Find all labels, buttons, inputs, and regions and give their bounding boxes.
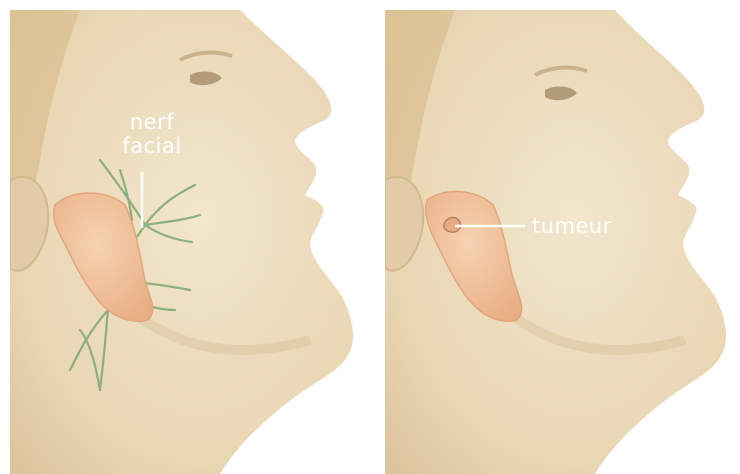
tumeur-label: tumeur — [532, 214, 612, 238]
facial-nerve-illustration: nerf facial — [10, 10, 357, 474]
label-line-2: facial — [97, 134, 207, 158]
nerf-facial-label: nerf facial — [97, 110, 207, 158]
label-line-1: nerf — [97, 110, 207, 134]
tumor-illustration: tumeur — [385, 10, 730, 474]
